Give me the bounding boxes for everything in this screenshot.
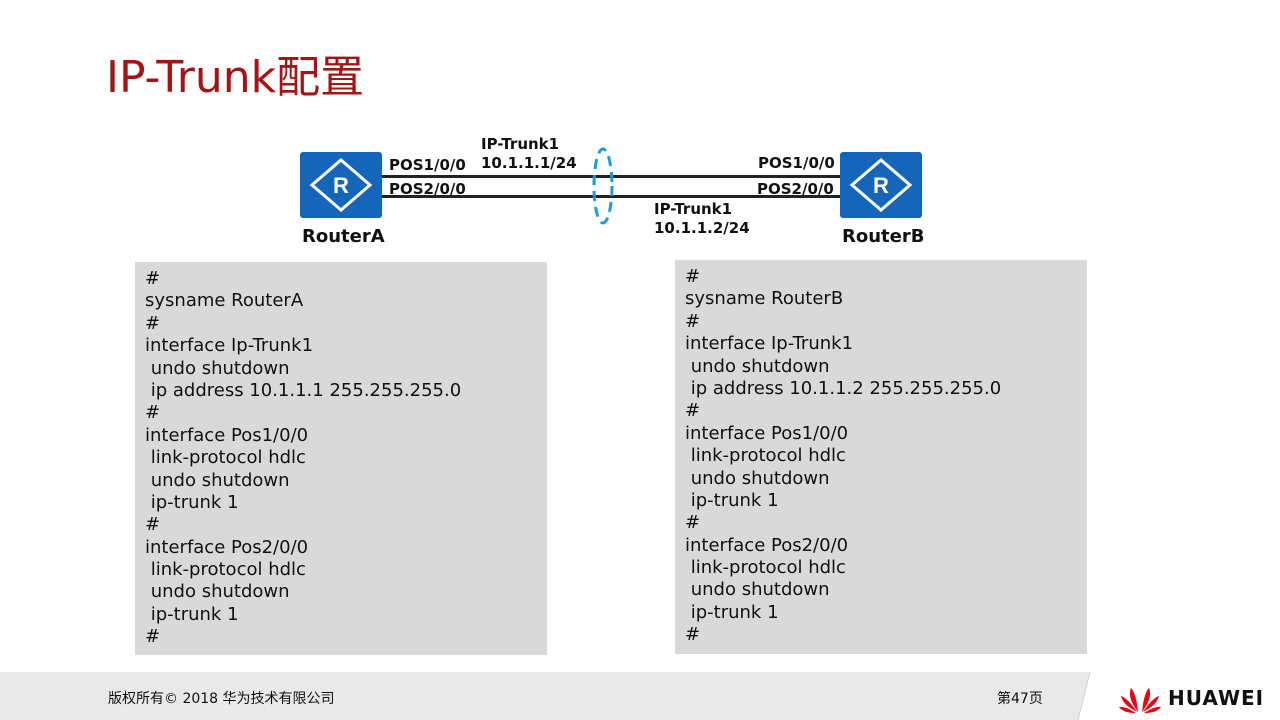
router-a-icon: R: [300, 152, 382, 218]
topology-diagram: R RouterA R RouterB POS1/0/0 POS2/0/0 PO…: [0, 0, 1280, 260]
config-line: interface Ip-Trunk1: [685, 333, 854, 355]
router-a-label: RouterA: [302, 226, 385, 247]
config-line: undo shutdown: [685, 579, 830, 601]
router-a-port2-label: POS2/0/0: [389, 180, 466, 198]
config-line: #: [685, 512, 701, 534]
config-line: undo shutdown: [145, 357, 290, 379]
router-a-port1-label: POS1/0/0: [389, 156, 466, 174]
config-line: link-protocol hdlc: [145, 447, 306, 469]
config-line: ip address 10.1.1.2 255.255.255.0: [685, 377, 1002, 399]
config-line: #: [145, 312, 161, 334]
config-line: #: [145, 514, 161, 536]
footer-logo-area: [1090, 672, 1280, 720]
router-b-label: RouterB: [842, 226, 925, 247]
router-b-port1-label: POS1/0/0: [758, 154, 835, 172]
config-line: #: [145, 402, 161, 424]
config-line: link-protocol hdlc: [145, 559, 306, 581]
router-b-trunk-name: IP-Trunk1: [654, 200, 733, 218]
config-line: #: [145, 268, 161, 289]
config-line: ip-trunk 1: [145, 491, 239, 513]
link-pos2: [382, 195, 840, 198]
config-line: link-protocol hdlc: [685, 445, 846, 467]
router-b-port2-label: POS2/0/0: [757, 180, 834, 198]
slide-title: IP-Trunk配置: [106, 52, 365, 103]
config-line: #: [685, 266, 701, 287]
router-b-config-block: #sysname RouterB#interface Ip-Trunk1 und…: [675, 260, 1087, 654]
router-b-glyph: R: [873, 173, 889, 198]
router-a-config-block: #sysname RouterA#interface Ip-Trunk1 und…: [135, 262, 547, 655]
footer-bar: [0, 672, 1280, 720]
router-b-icon: R: [840, 152, 922, 218]
config-line: sysname RouterB: [685, 288, 844, 310]
config-line: #: [685, 400, 701, 422]
config-line: #: [685, 624, 701, 646]
ip-trunk-ring-icon: [592, 147, 614, 225]
config-line: interface Pos1/0/0: [685, 422, 849, 444]
router-b-trunk-ip: 10.1.1.2/24: [654, 219, 750, 237]
config-line: ip-trunk 1: [685, 489, 779, 511]
config-line: interface Pos2/0/0: [685, 534, 849, 556]
config-line: undo shutdown: [145, 469, 290, 491]
config-line: link-protocol hdlc: [685, 557, 846, 579]
config-line: undo shutdown: [145, 581, 290, 603]
config-line: ip address 10.1.1.1 255.255.255.0: [145, 379, 462, 401]
page-number: 第47页: [997, 691, 1043, 707]
router-a-glyph: R: [333, 173, 349, 198]
huawei-brand-text: HUAWEI: [1168, 686, 1265, 710]
config-line: #: [685, 310, 701, 332]
config-line: undo shutdown: [685, 355, 830, 377]
config-line: interface Pos1/0/0: [145, 424, 309, 446]
config-line: #: [145, 626, 161, 648]
config-line: interface Pos2/0/0: [145, 536, 309, 558]
footer-divider: [1077, 672, 1110, 720]
router-a-trunk-ip: 10.1.1.1/24: [481, 154, 577, 172]
config-line: ip-trunk 1: [685, 601, 779, 623]
config-line: ip-trunk 1: [145, 603, 239, 625]
config-line: sysname RouterA: [145, 290, 304, 312]
huawei-logo-icon: [1119, 688, 1161, 713]
config-line: interface Ip-Trunk1: [145, 335, 314, 357]
config-line: undo shutdown: [685, 467, 830, 489]
copyright-text: 版权所有© 2018 华为技术有限公司: [108, 691, 335, 707]
router-a-trunk-name: IP-Trunk1: [481, 135, 560, 153]
